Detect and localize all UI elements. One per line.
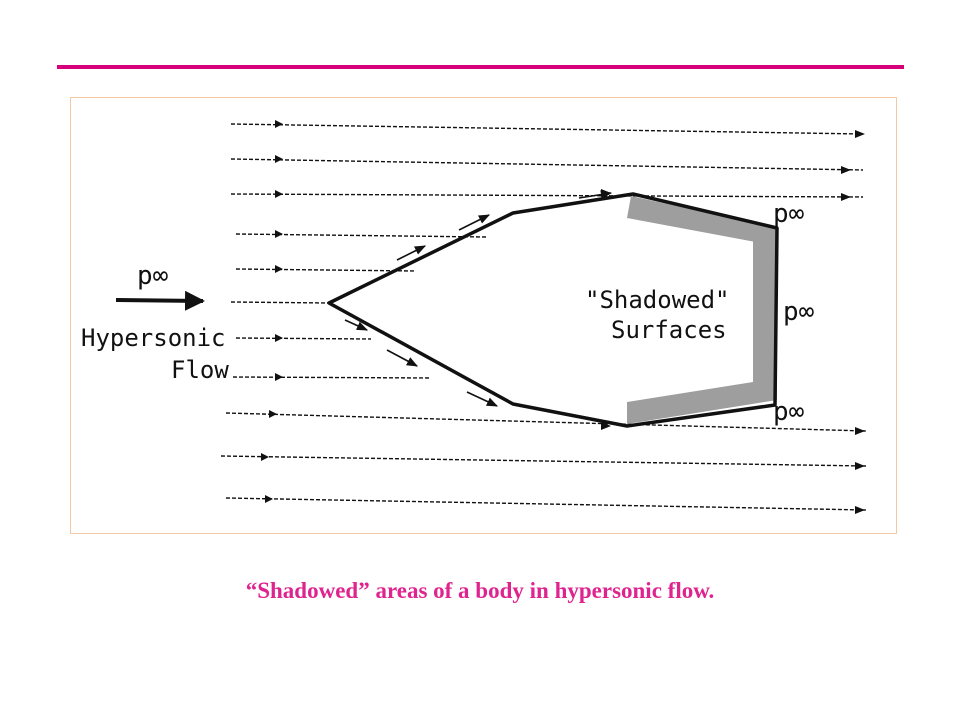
streamline-arrowhead [855, 427, 865, 435]
streamline [230, 158, 864, 171]
streamline-arrowhead [275, 155, 283, 163]
streamline [232, 376, 432, 379]
rear-pressure-top-label: p∞ [773, 199, 805, 229]
freestream-arrow [115, 290, 205, 311]
streamline-arrowhead [275, 373, 283, 381]
streamline-arrowhead [265, 495, 273, 503]
streamline [235, 268, 417, 272]
streamline-arrowhead [841, 193, 851, 201]
flow-label-line2: Flow [171, 356, 229, 384]
streamline [230, 301, 330, 304]
streamline-arrowhead [855, 130, 865, 138]
streamline [235, 337, 372, 340]
streamline [220, 455, 867, 467]
streamline-arrowhead [601, 422, 611, 430]
surface-arrow [466, 391, 499, 407]
surface-arrow [344, 319, 369, 331]
shadowed-surfaces [627, 196, 777, 424]
surface-arrow [578, 190, 613, 199]
body-outline [327, 192, 779, 428]
streamline [230, 193, 864, 198]
shadow-band-bottom [627, 382, 777, 424]
rear-pressure-bottom-label: p∞ [773, 397, 805, 427]
streamline-arrowhead [855, 506, 865, 514]
shadow-band-rear [753, 228, 777, 400]
streamline [230, 123, 864, 135]
streamline-arrowhead [275, 190, 283, 198]
streamline-arrowhead [275, 230, 283, 238]
surface-flow-arrows [344, 190, 613, 407]
shadow-band-top [627, 196, 777, 246]
streamline-arrowhead [275, 265, 283, 273]
rear-pressure-middle-label: p∞ [783, 297, 815, 327]
streamline-arrowhead [275, 120, 283, 128]
surface-arrow [396, 245, 427, 261]
surface-arrow [386, 349, 418, 367]
flow-label-line1: Hypersonic [81, 324, 226, 352]
freestream-pressure-label: p∞ [137, 261, 169, 291]
streamline [225, 412, 867, 432]
streamline-arrowhead [269, 410, 277, 418]
figure-frame: p∞ Hypersonic Flow "Shadowed" Surfaces p… [70, 97, 897, 534]
surface-arrow [458, 214, 491, 231]
streamline-arrowhead [855, 462, 865, 470]
figure-caption: “Shadowed” areas of a body in hypersonic… [245, 578, 715, 603]
streamline-arrowhead [841, 166, 851, 174]
shadowed-label-line2: Surfaces [611, 316, 727, 344]
streamline-arrowhead [275, 334, 283, 342]
hypersonic-flow-diagram: p∞ Hypersonic Flow "Shadowed" Surfaces p… [81, 120, 867, 514]
shadowed-label-line1: "Shadowed" [585, 286, 730, 314]
streamlines [220, 123, 867, 511]
top-accent-rule [57, 65, 904, 69]
streamline-arrowhead [261, 453, 269, 461]
streamline [235, 233, 487, 238]
streamline [225, 497, 867, 511]
